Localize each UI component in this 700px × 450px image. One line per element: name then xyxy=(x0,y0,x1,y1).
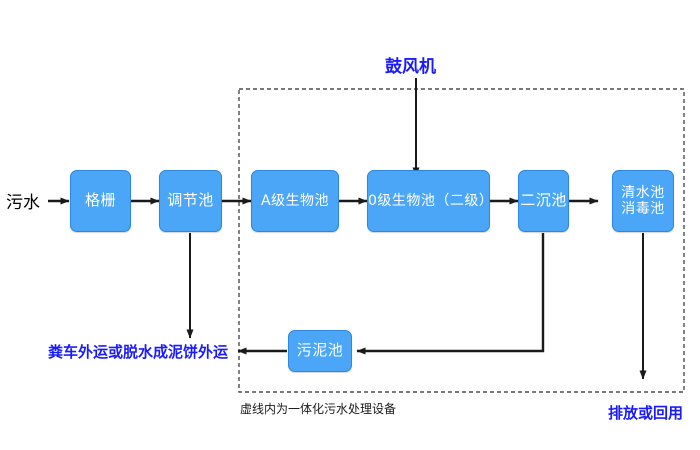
node-clearwater-disinfection-tank[interactable]: 清水池 消毒池 xyxy=(612,170,674,232)
node-sludge-tank[interactable]: 污泥池 xyxy=(288,330,352,372)
node-regulating-tank[interactable]: 调节池 xyxy=(159,170,222,232)
blower-label: 鼓风机 xyxy=(385,57,436,77)
node-clearwater-disinfection-tank-label: 清水池 消毒池 xyxy=(621,184,665,217)
node-a-stage-bio-tank[interactable]: A级生物池 xyxy=(251,170,339,232)
node-a-stage-bio-tank-label: A级生物池 xyxy=(260,192,330,209)
node-grille[interactable]: 格栅 xyxy=(70,170,131,232)
node-sludge-tank-label: 污泥池 xyxy=(296,341,344,360)
node-regulating-tank-label: 调节池 xyxy=(167,191,214,210)
node-o-stage-bio-tank[interactable]: 0级生物池（二级） xyxy=(367,170,494,232)
inlet-label: 污水 xyxy=(6,193,40,213)
boundary-caption: 虚线内为一体化污水处理设备 xyxy=(240,402,397,416)
sludge-haul-out-label: 粪车外运或脱水成泥饼外运 xyxy=(48,343,229,361)
node-grille-label: 格栅 xyxy=(84,191,116,210)
discharge-reuse-label: 排放或回用 xyxy=(608,404,684,422)
arrow-secondary-to-sludge xyxy=(356,233,545,355)
node-o-stage-bio-tank-label: 0级生物池（二级） xyxy=(368,192,494,209)
node-secondary-settling-tank[interactable]: 二沉池 xyxy=(518,170,569,232)
node-secondary-settling-tank-label: 二沉池 xyxy=(520,191,567,210)
